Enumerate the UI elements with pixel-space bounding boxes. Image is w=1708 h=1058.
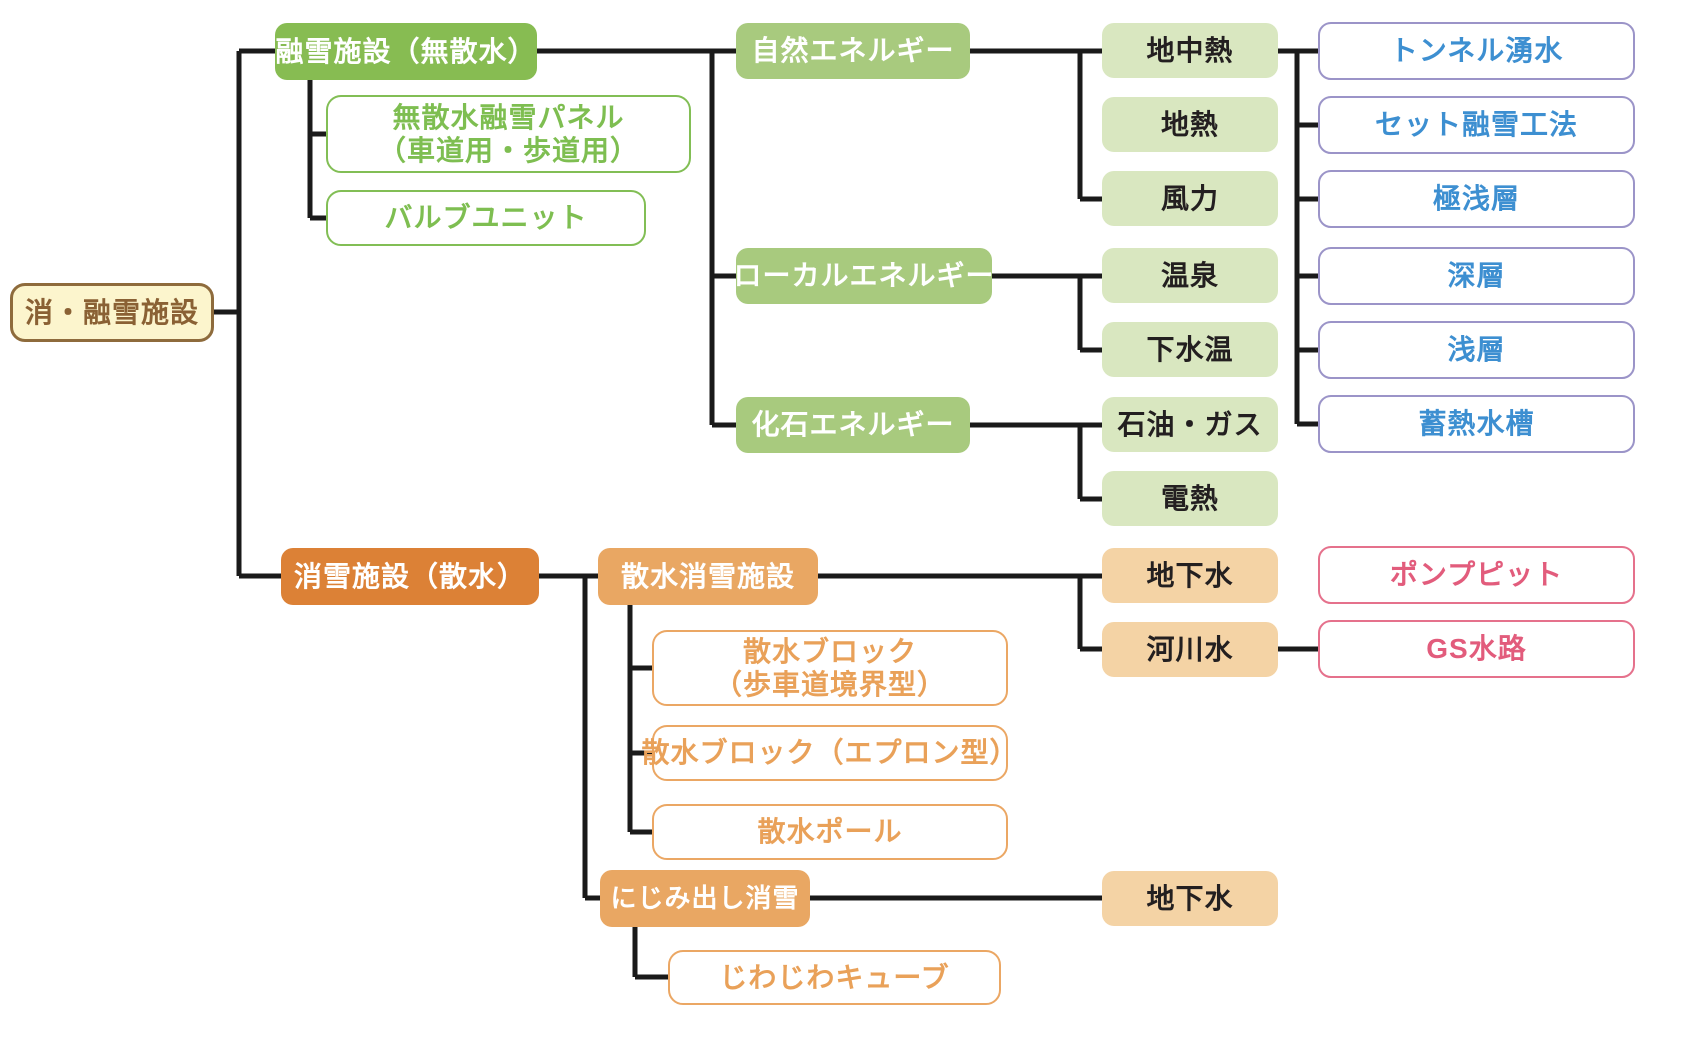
- node-jiwajiwa-cube: じわじわキューブ: [668, 950, 1001, 1005]
- node-tunnel-spring-water: トンネル湧水: [1318, 22, 1635, 80]
- node-geothermal: 地熱: [1102, 97, 1278, 152]
- node-wind-power: 風力: [1102, 171, 1278, 226]
- node-spray-block-apron: 散水ブロック（エプロン型）: [642, 725, 1018, 781]
- node-no-spray-panel: 無散水融雪パネル （車道用・歩道用）: [326, 95, 691, 173]
- node-oil-gas: 石油・ガス: [1102, 397, 1278, 452]
- node-gs-channel: GS水路: [1318, 620, 1635, 678]
- node-set-melting-method: セット融雪工法: [1318, 96, 1635, 154]
- no-spray-panel-line2: （車道用・歩道用）: [377, 135, 639, 166]
- node-seepage-snow-removal: にじみ出し消雪: [600, 870, 810, 927]
- node-heat-storage-tank: 蓄熱水槽: [1318, 395, 1635, 453]
- node-deep-layer: 深層: [1318, 247, 1635, 305]
- node-root-snow-facilities: 消・融雪施設: [10, 283, 214, 342]
- node-fossil-energy: 化石エネルギー: [736, 397, 970, 453]
- node-spray-pole: 散水ポール: [652, 804, 1008, 860]
- node-river-water: 河川水: [1102, 622, 1278, 677]
- node-snow-removal-spray: 消雪施設（散水）: [281, 548, 539, 605]
- no-spray-panel-line1: 無散水融雪パネル: [392, 101, 625, 133]
- node-groundwater-upper: 地下水: [1102, 548, 1278, 603]
- node-groundwater-lower: 地下水: [1102, 871, 1278, 926]
- spray-block-boundary-line1: 散水ブロック: [742, 635, 917, 667]
- node-electric-heat: 電熱: [1102, 471, 1278, 526]
- node-hot-spring: 温泉: [1102, 248, 1278, 303]
- spray-block-boundary-line2: （歩車道境界型）: [713, 669, 946, 700]
- node-shallow-layer: 浅層: [1318, 321, 1635, 379]
- node-spray-snow-removal: 散水消雪施設: [598, 548, 818, 605]
- node-pump-pit: ポンプピット: [1318, 546, 1635, 604]
- node-sewage-heat: 下水温: [1102, 322, 1278, 377]
- node-natural-energy: 自然エネルギー: [736, 23, 970, 79]
- node-local-energy: ローカルエネルギー: [734, 248, 994, 304]
- node-ultra-shallow-layer: 極浅層: [1318, 170, 1635, 228]
- node-ground-heat: 地中熱: [1102, 23, 1278, 78]
- node-melting-no-spray: 融雪施設（無散水）: [275, 23, 537, 80]
- node-spray-block-boundary: 散水ブロック （歩車道境界型）: [652, 630, 1008, 706]
- node-valve-unit: バルブユニット: [326, 190, 646, 246]
